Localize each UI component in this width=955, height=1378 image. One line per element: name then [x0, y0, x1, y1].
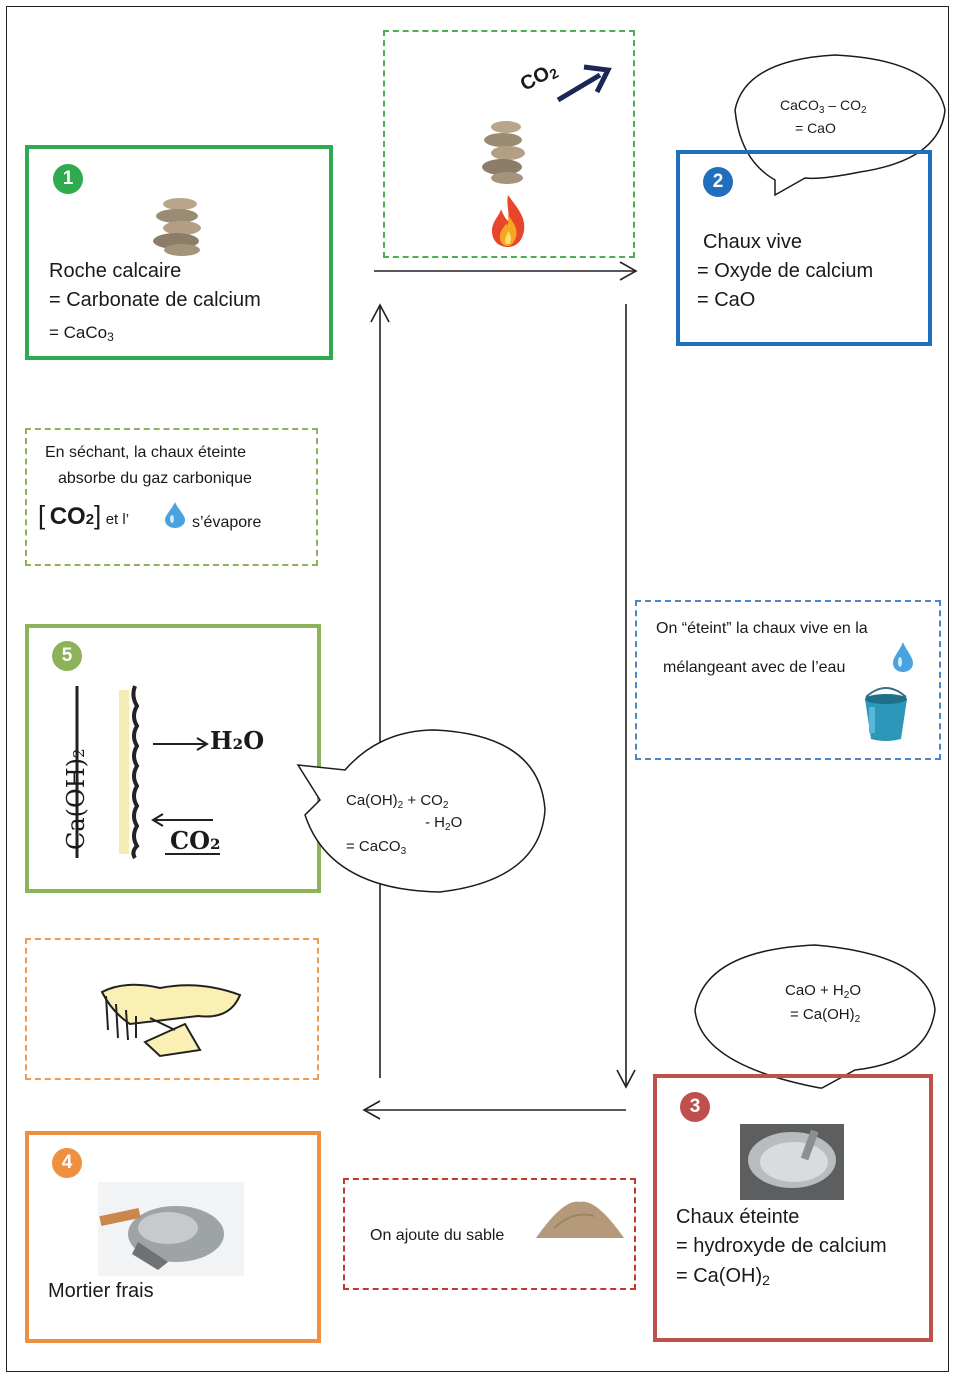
step-number-2: 2 [703, 167, 733, 197]
box-carbonation [25, 624, 321, 893]
quicklime-line-1: Chaux vive [703, 231, 802, 253]
box-slaked-lime [653, 1074, 933, 1342]
sketch-h2o-label: H₂O [210, 726, 265, 755]
note-drying-line-3: [ CO2] et l’ [38, 500, 130, 530]
arrowhead-right [619, 261, 638, 281]
water-drop-icon [893, 642, 913, 672]
note-drying-line-2: absorbe du gaz carbonique [58, 470, 252, 487]
flame-icon [492, 195, 525, 247]
trowel-icon [98, 1182, 244, 1276]
note-drying-line-1: En séchant, la chaux éteinte [45, 444, 247, 461]
limestone-line-1: Roche calcaire [49, 260, 182, 282]
note-slaking-line-1: On “éteint” la chaux vive en la [656, 620, 868, 637]
carbonation-sketch [75, 685, 220, 860]
rock-stack-icon [153, 198, 201, 256]
bucket-icon [865, 687, 907, 741]
quicklime-line-2: = Oxyde de calcium [697, 260, 874, 282]
step-number-3: 3 [680, 1092, 710, 1122]
slaked-lime-line-2: = hydroxyde de calcium [676, 1235, 887, 1257]
step-number-5: 5 [52, 641, 82, 671]
bubble-carbonation-line-1: Ca(OH)2 + CO2 [346, 792, 449, 811]
bubble-decarbonation-line-1: CaCO3 – CO2 [780, 97, 867, 116]
sand-pile-icon [536, 1201, 624, 1238]
note-slaking [635, 600, 941, 760]
slaked-lime-formula: = Ca(OH)2 [676, 1265, 770, 1288]
limestone-formula: = CaCo3 [49, 323, 114, 344]
bubble-slaking-line-2: = Ca(OH)2 [790, 1006, 861, 1025]
bubble-decarbonation-line-2: = CaO [795, 120, 836, 136]
note-sand-text: On ajoute du sable [370, 1227, 505, 1244]
note-drying-evaporates: s’évapore [192, 514, 262, 531]
heating-panel [383, 30, 635, 258]
arrowhead-down [616, 1069, 636, 1089]
page-frame [6, 6, 949, 1372]
arrowhead-left [362, 1100, 381, 1120]
note-slaking-line-2: mélangeant avec de l’eau [663, 659, 846, 676]
slaked-lime-bucket-icon [740, 1124, 844, 1200]
note-sand [343, 1178, 636, 1290]
trowel-sketch-icon [100, 983, 242, 1058]
note-drying [25, 428, 318, 566]
rock-stack-icon [482, 121, 525, 184]
bubble-carbonation-line-2: - H2O [425, 814, 463, 833]
arrowhead-up [370, 303, 390, 323]
water-drop-icon [165, 502, 185, 528]
trowel-sketch-panel [25, 938, 319, 1080]
step-number-1: 1 [53, 164, 83, 194]
quicklime-line-3: = CaO [697, 289, 756, 311]
box-fresh-mortar [25, 1131, 321, 1343]
bubble-slaking-line-1: CaO + H2O [785, 982, 862, 1001]
fresh-mortar-label: Mortier frais [48, 1280, 154, 1302]
box-quicklime [676, 150, 932, 346]
box-limestone [25, 145, 333, 360]
slaked-lime-line-1: Chaux éteinte [676, 1206, 800, 1228]
sketch-co2-label: CO₂ [170, 826, 221, 855]
limestone-line-2: = Carbonate de calcium [49, 289, 261, 311]
bubble-carbonation-line-3: = CaCO3 [346, 838, 407, 857]
step-number-4: 4 [52, 1148, 82, 1178]
